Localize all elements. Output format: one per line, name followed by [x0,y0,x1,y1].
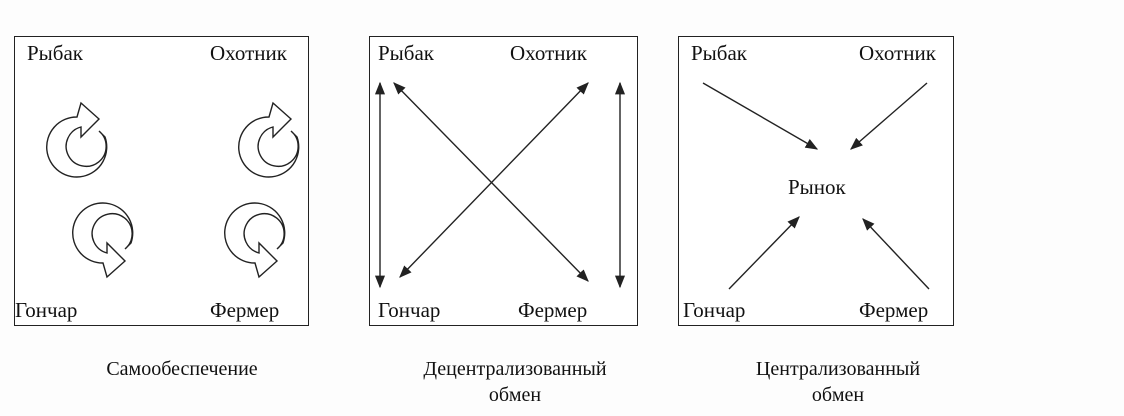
fisher-label: Рыбак [691,41,747,65]
self-sufficiency-caption: Самообеспечение [32,356,332,382]
self-sufficiency-panel: Рыбак Охотник Гончар Фермер [14,36,309,326]
farmer-label: Фермер [518,298,588,322]
cycle-arrow-icon [238,102,300,178]
decentralized-panel: Рыбак Охотник Гончар Фермер [369,36,638,326]
caption-line: обмен [811,384,865,406]
cycle-arrow-icon [46,102,108,178]
potter-label: Гончар [378,298,441,322]
cycle-arrow-icon [72,202,134,278]
farmer-label: Фермер [210,298,280,322]
hunter-label: Охотник [210,41,287,65]
cycle-arrow-icon [224,202,286,278]
decentralized-caption: Децентрализованный обмен [365,356,665,408]
caption-line: Самообеспечение [106,358,258,380]
decentralized-arrows [374,81,626,289]
caption-line: Централизованный [755,358,921,380]
potter-label: Гончар [683,298,746,322]
hunter-to-market-arrow [850,82,928,150]
potter-to-market-arrow [728,216,800,290]
fisher-label: Рыбак [27,41,83,65]
hunter-label: Охотник [859,41,936,65]
farmer-label: Фермер [859,298,929,322]
caption-line: обмен [488,384,542,406]
farmer-to-market-arrow [862,218,930,290]
hunter-potter-arrow [399,82,589,278]
fisher-label: Рыбак [378,41,434,65]
market-label: Рынок [788,175,846,199]
centralized-arrows [702,82,930,290]
fisher-to-market-arrow [702,82,819,150]
caption-line: Децентрализованный [423,358,607,380]
hunter-label: Охотник [510,41,587,65]
potter-label: Гончар [15,298,78,322]
centralized-panel: Рыбак Охотник Рынок Гончар Фермер [678,36,954,326]
centralized-caption: Централизованный обмен [688,356,988,408]
self-sufficiency-cycles [46,102,300,278]
